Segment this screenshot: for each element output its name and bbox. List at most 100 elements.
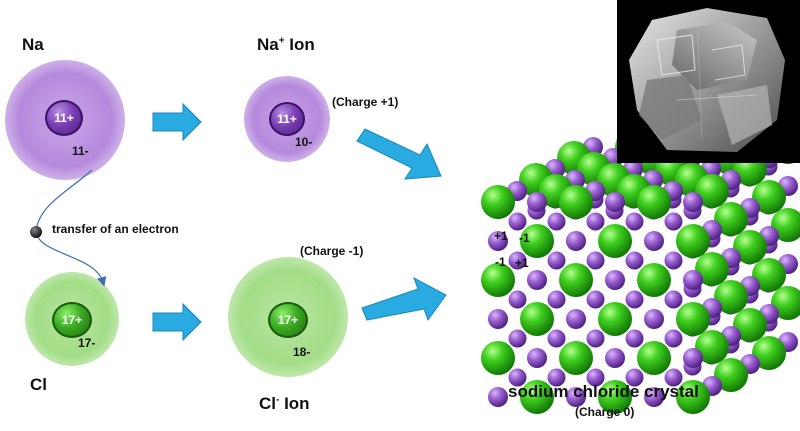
chloride-ion-sphere <box>676 302 710 336</box>
sodium-ion-sphere <box>508 290 527 309</box>
chloride-ion-sphere <box>559 263 593 297</box>
sodium-ion-sphere <box>566 309 586 329</box>
crystal-title: sodium chloride crystal <box>508 382 699 401</box>
na-ion-nucleus: 11+ <box>269 102 305 136</box>
na-atom-title: Na <box>22 35 44 54</box>
chloride-ion-sphere <box>520 380 554 414</box>
chloride-ion-sphere <box>733 308 767 342</box>
na-ion-title: Na+ Ion <box>257 35 315 54</box>
sodium-ion-sphere <box>547 251 566 270</box>
crystal-label-plus-1-a: +1 <box>494 229 508 243</box>
chloride-ion-sphere <box>714 202 748 236</box>
chloride-ion-sphere <box>598 302 632 336</box>
sodium-ion-sphere <box>488 387 508 407</box>
sodium-ion-sphere <box>625 251 644 270</box>
crystal-charge: (Charge 0) <box>575 405 635 419</box>
chloride-ion-sphere <box>559 185 593 219</box>
cl-atom-electrons: 17- <box>78 336 96 350</box>
sodium-ion-sphere <box>547 329 566 348</box>
sodium-ion-sphere <box>586 290 605 309</box>
sodium-ion-sphere <box>527 348 547 368</box>
chloride-ion-sphere <box>598 380 632 414</box>
sodium-ion-sphere <box>625 368 644 387</box>
sodium-ion-sphere <box>547 368 566 387</box>
chloride-ion-sphere <box>598 224 632 258</box>
sodium-ion-sphere <box>605 270 625 290</box>
chloride-ion-sphere <box>714 280 748 314</box>
sodium-ion-sphere <box>586 251 605 270</box>
arrow-na-to-ion <box>152 102 202 142</box>
sodium-ion-sphere <box>644 231 664 251</box>
arrow-na-ion-to-crystal <box>356 128 442 180</box>
sodium-ion-sphere <box>586 212 605 231</box>
chloride-ion-sphere <box>676 224 710 258</box>
chloride-ion-sphere <box>714 358 748 392</box>
cl-ion-electrons: 18- <box>293 345 311 359</box>
chloride-ion-sphere <box>752 336 786 370</box>
na-ion-electrons: 10- <box>295 135 313 149</box>
chloride-ion-sphere <box>520 302 554 336</box>
sodium-ion-sphere <box>664 251 683 270</box>
sodium-ion-sphere <box>664 368 683 387</box>
chloride-ion-sphere <box>520 224 554 258</box>
salt-crystal-photo-drawing <box>629 8 785 152</box>
sodium-ion-sphere <box>625 290 644 309</box>
sodium-ion-sphere <box>625 329 644 348</box>
sodium-ion-sphere <box>664 290 683 309</box>
transfer-label: transfer of an electron <box>52 222 179 236</box>
sodium-ion-sphere <box>586 368 605 387</box>
chloride-ion-sphere <box>676 380 710 414</box>
sodium-ion-sphere <box>508 251 527 270</box>
sodium-ion-sphere <box>488 231 508 251</box>
nacl-crystal <box>481 130 800 414</box>
chloride-ion-sphere <box>481 341 515 375</box>
chloride-ion-sphere <box>695 252 729 286</box>
arrow-cl-ion-to-crystal <box>361 276 447 322</box>
cl-atom-title: Cl <box>30 375 47 394</box>
sodium-ion-sphere <box>683 192 703 212</box>
na-ion-charge: (Charge +1) <box>332 95 399 109</box>
chloride-ion-sphere <box>637 185 671 219</box>
sodium-ion-sphere <box>683 348 703 368</box>
sodium-ion-sphere <box>664 212 683 231</box>
cl-ion-nucleus: 17+ <box>268 302 308 338</box>
chloride-ion-sphere <box>695 174 729 208</box>
sodium-ion-sphere <box>547 290 566 309</box>
chloride-ion-sphere <box>481 185 515 219</box>
chloride-ion-sphere <box>481 263 515 297</box>
sodium-ion-sphere <box>527 192 547 212</box>
sodium-ion-sphere <box>683 270 703 290</box>
sodium-ion-sphere <box>488 309 508 329</box>
chloride-ion-sphere <box>637 263 671 297</box>
crystal-label-minus-1-b: -1 <box>495 255 506 269</box>
sodium-ion-sphere <box>605 192 625 212</box>
chloride-ion-sphere <box>752 258 786 292</box>
crystal-label-plus-1-b: +1 <box>515 256 529 270</box>
sodium-ion-sphere <box>566 387 586 407</box>
salt-crystal-photo <box>617 0 800 163</box>
sodium-ion-sphere <box>508 329 527 348</box>
chloride-ion-sphere <box>695 330 729 364</box>
sodium-ion-sphere <box>547 212 566 231</box>
crystal-label-minus-1-a: -1 <box>519 231 530 245</box>
sodium-ion-sphere <box>644 387 664 407</box>
cl-ion-charge: (Charge -1) <box>300 244 364 258</box>
chloride-ion-sphere <box>559 341 593 375</box>
cl-ion-title: Cl- Ion <box>259 394 310 413</box>
electron-dot <box>30 226 42 238</box>
sodium-ion-sphere <box>508 368 527 387</box>
sodium-ion-sphere <box>586 329 605 348</box>
na-atom-nucleus: 11+ <box>45 100 83 136</box>
sodium-ion-sphere <box>527 270 547 290</box>
na-atom-electrons: 11- <box>72 144 89 158</box>
sodium-ion-sphere <box>605 348 625 368</box>
cl-atom-nucleus: 17+ <box>52 302 92 338</box>
sodium-ion-sphere <box>664 329 683 348</box>
sodium-ion-sphere <box>625 212 644 231</box>
chloride-ion-sphere <box>733 230 767 264</box>
chloride-ion-sphere <box>637 341 671 375</box>
sodium-ion-sphere <box>508 212 527 231</box>
sodium-ion-sphere <box>644 309 664 329</box>
sodium-ion-sphere <box>566 231 586 251</box>
arrow-cl-to-ion <box>152 302 202 342</box>
